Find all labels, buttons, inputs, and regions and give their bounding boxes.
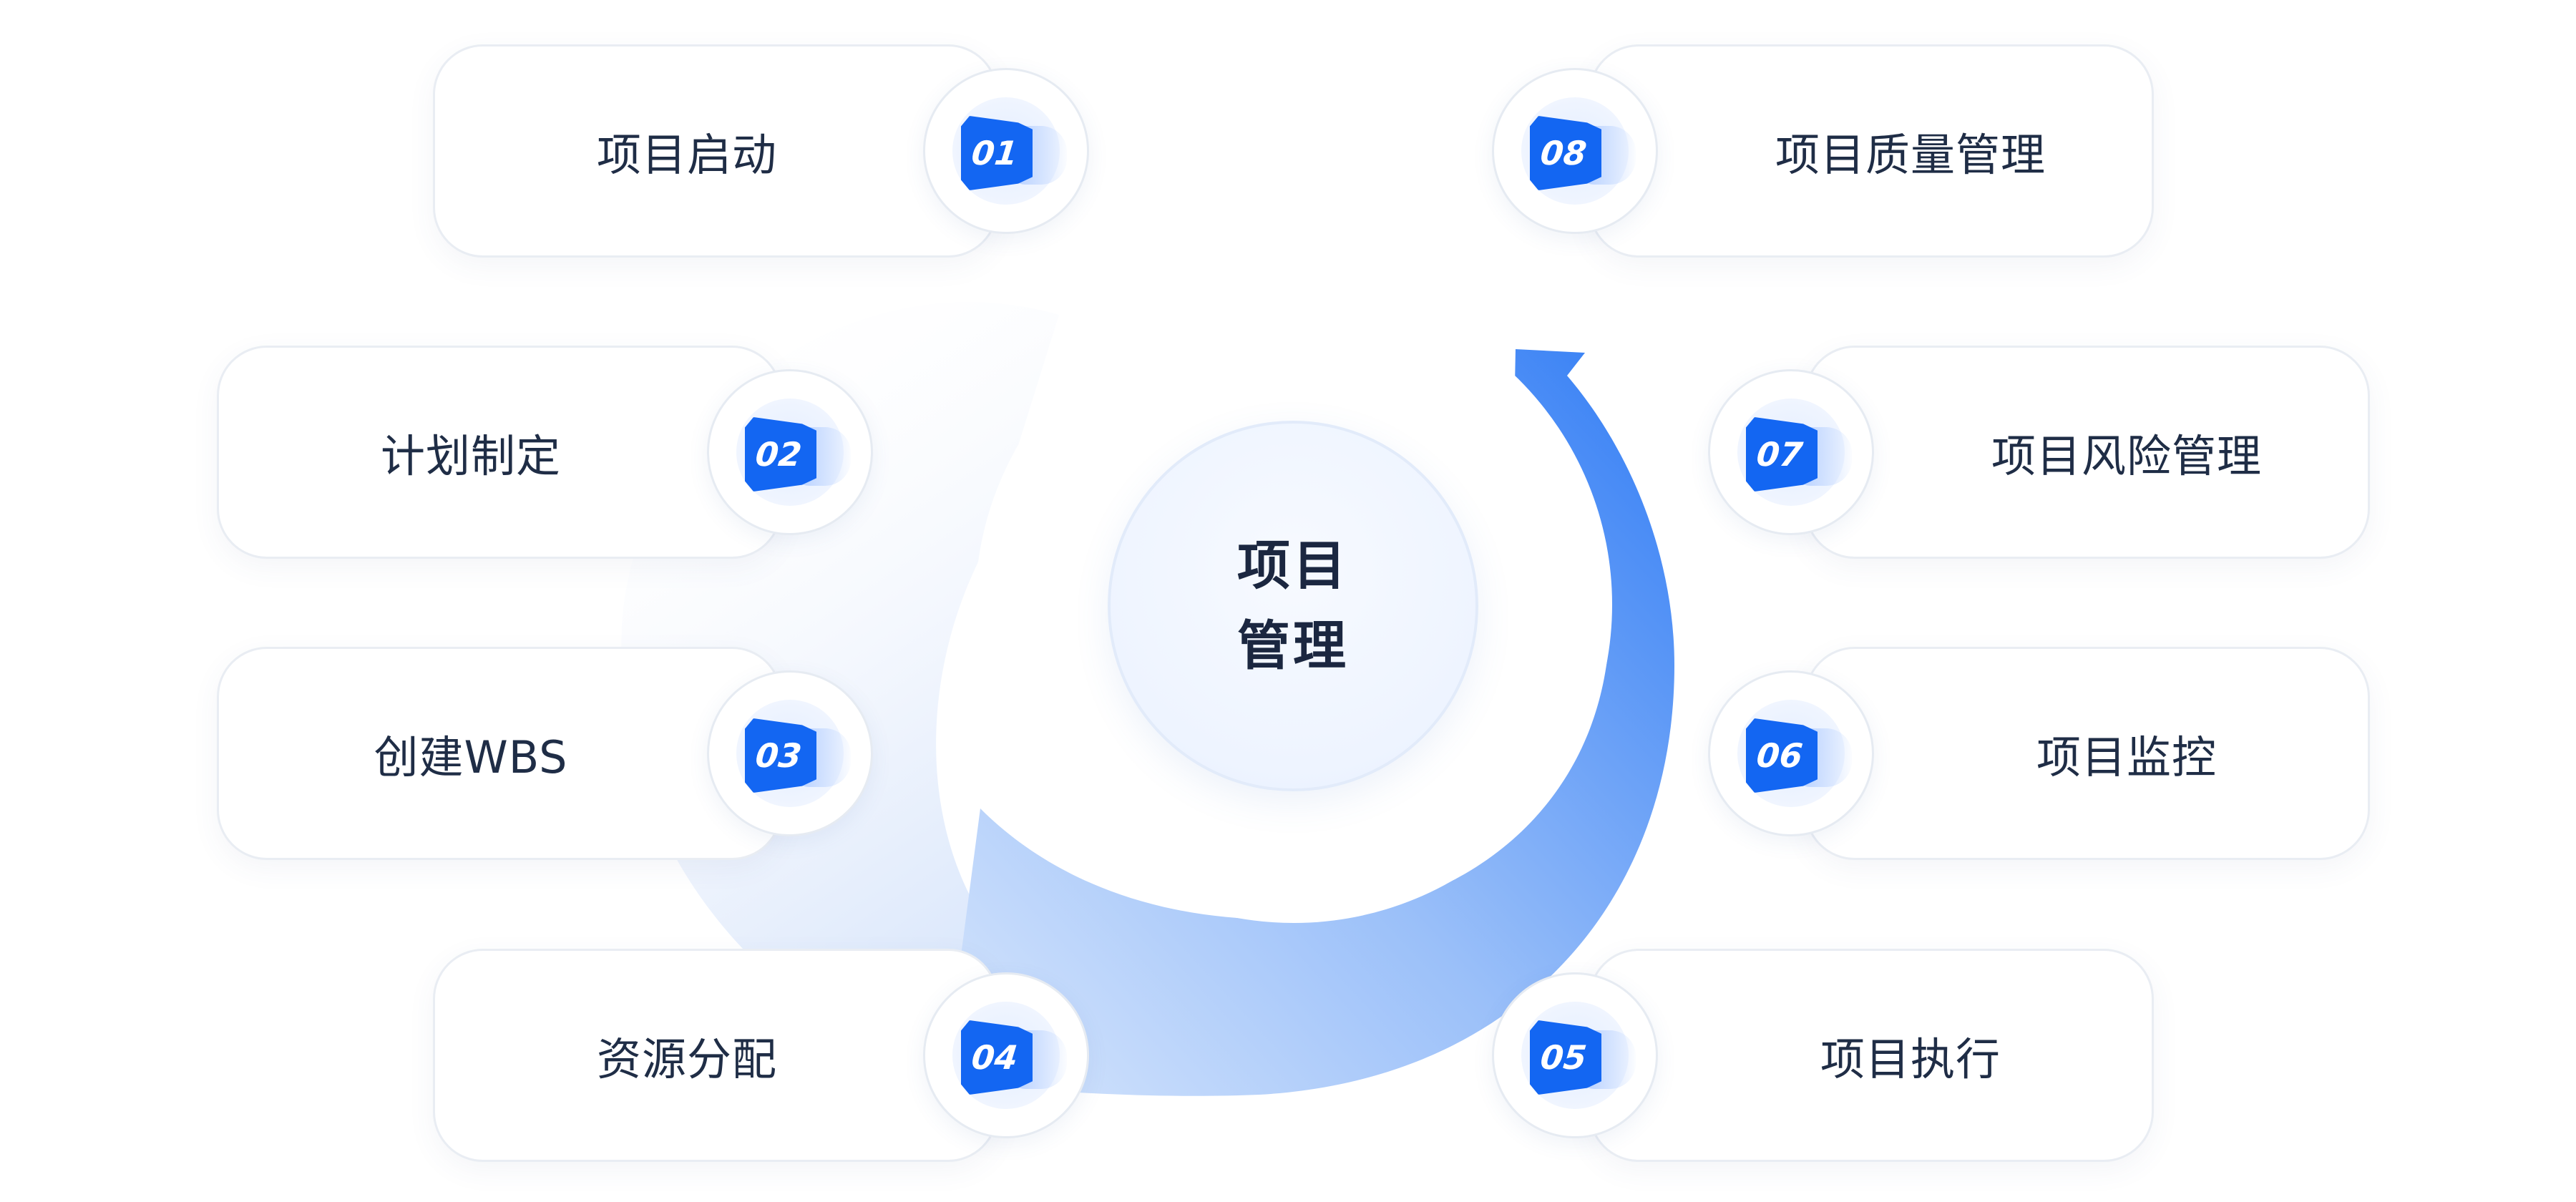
step-label: 项目执行 bbox=[1820, 1033, 2001, 1085]
number-tag: 02 bbox=[745, 417, 816, 492]
number-tag: 06 bbox=[1746, 718, 1818, 793]
center-hub: 项目 管理 bbox=[1108, 421, 1478, 791]
step-number: 05 bbox=[1538, 1038, 1589, 1077]
number-tag: 08 bbox=[1530, 116, 1601, 190]
step-label: 计划制定 bbox=[380, 430, 561, 482]
step-number-badge-03: 03 bbox=[707, 670, 873, 836]
step-number: 03 bbox=[753, 736, 804, 775]
step-number: 01 bbox=[970, 134, 1020, 172]
step-number-badge-05: 05 bbox=[1492, 972, 1658, 1138]
step-card-03: 创建WBS bbox=[217, 647, 782, 860]
step-number: 02 bbox=[753, 435, 804, 474]
step-label: 项目启动 bbox=[596, 129, 777, 181]
hub-title-line-2: 管理 bbox=[1237, 615, 1349, 677]
hub-title-line-1: 项目 bbox=[1237, 535, 1349, 597]
step-card-07: 项目风险管理 bbox=[1805, 346, 2370, 559]
step-number-badge-07: 07 bbox=[1708, 369, 1874, 535]
step-number: 07 bbox=[1755, 435, 1805, 474]
step-number: 06 bbox=[1755, 736, 1805, 775]
step-label: 创建WBS bbox=[374, 731, 568, 783]
step-card-06: 项目监控 bbox=[1805, 647, 2370, 860]
step-number: 08 bbox=[1538, 134, 1589, 172]
step-card-04: 资源分配 bbox=[433, 949, 998, 1162]
step-number-badge-08: 08 bbox=[1492, 68, 1658, 234]
step-label: 项目风险管理 bbox=[1991, 430, 2262, 482]
number-tag: 04 bbox=[961, 1020, 1033, 1095]
number-tag: 07 bbox=[1746, 417, 1818, 492]
step-number: 04 bbox=[970, 1038, 1020, 1077]
step-number-badge-06: 06 bbox=[1708, 670, 1874, 836]
step-label: 项目质量管理 bbox=[1775, 129, 2046, 181]
number-tag: 03 bbox=[745, 718, 816, 793]
number-tag: 01 bbox=[961, 116, 1033, 190]
step-number-badge-04: 04 bbox=[923, 972, 1089, 1138]
cycle-arrow bbox=[945, 349, 1674, 1096]
step-label: 项目监控 bbox=[2036, 731, 2217, 783]
step-number-badge-02: 02 bbox=[707, 369, 873, 535]
step-card-08: 项目质量管理 bbox=[1589, 44, 2154, 258]
step-card-01: 项目启动 bbox=[433, 44, 998, 258]
number-tag: 05 bbox=[1530, 1020, 1601, 1095]
step-card-02: 计划制定 bbox=[217, 346, 782, 559]
step-card-05: 项目执行 bbox=[1589, 949, 2154, 1162]
step-label: 资源分配 bbox=[596, 1033, 777, 1085]
step-number-badge-01: 01 bbox=[923, 68, 1089, 234]
